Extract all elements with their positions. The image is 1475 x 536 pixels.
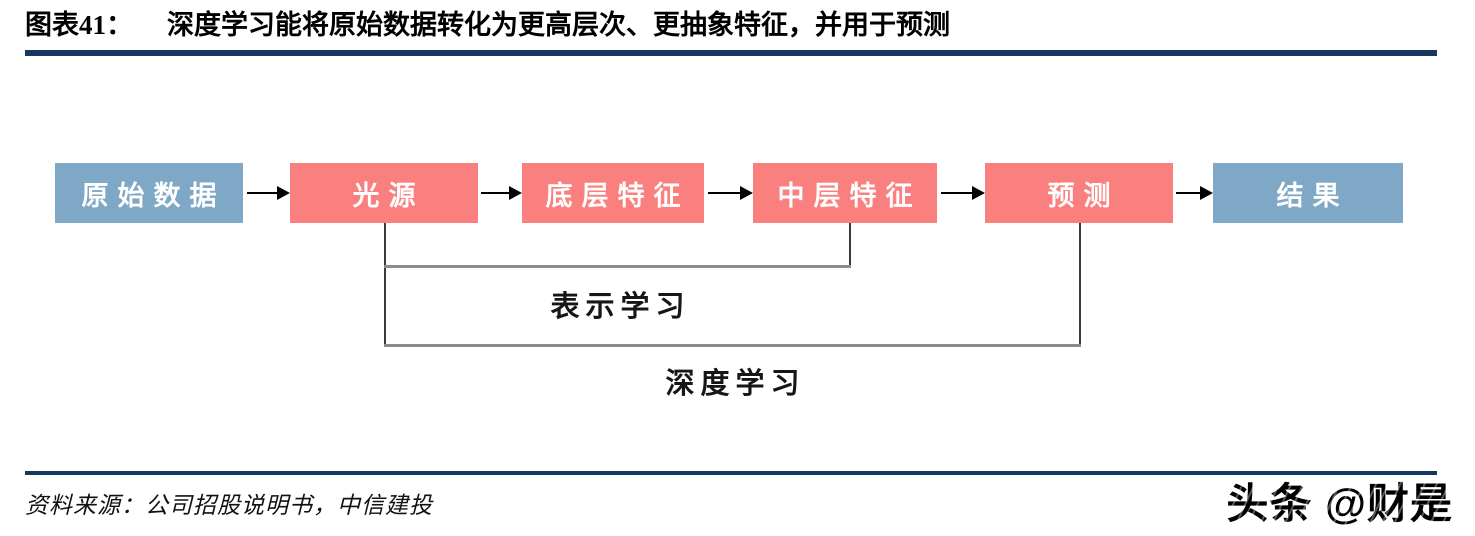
figure-title: 图表41： 深度学习能将原始数据转化为更高层次、更抽象特征，并用于预测 [25, 8, 1437, 42]
figure-number: 图表41： [25, 10, 133, 40]
flow-node-low-level-feature: 底层特征 [522, 163, 704, 223]
watermark: 头条 @财是 [1226, 470, 1453, 531]
source-note: 资料来源：公司招股说明书，中信建投 [25, 493, 433, 518]
bracket-vline-prediction [1079, 223, 1081, 347]
bracket-vline-light-source [384, 223, 386, 347]
footer-rule [25, 471, 1437, 475]
right-arrow-icon [941, 186, 985, 200]
flow-node-raw-data: 原始数据 [55, 163, 243, 223]
bracket-hline-representation-learning [384, 265, 851, 268]
flow-node-prediction: 预测 [985, 163, 1173, 223]
right-arrow-icon [247, 186, 290, 200]
bracket-hline-deep-learning [384, 344, 1081, 347]
right-arrow-icon [481, 186, 522, 200]
right-arrow-icon [1176, 186, 1213, 200]
flow-node-light-source: 光源 [290, 163, 478, 223]
right-arrow-icon [708, 186, 753, 200]
bracket-label-representation-learning: 表示学习 [550, 289, 691, 323]
figure-title-text: 深度学习能将原始数据转化为更高层次、更抽象特征，并用于预测 [167, 10, 950, 40]
bracket-label-deep-learning: 深度学习 [665, 366, 806, 400]
flow-node-result: 结果 [1213, 163, 1403, 223]
bracket-vline-mid-feature [849, 223, 851, 268]
header-rule [25, 50, 1437, 56]
flow-node-mid-level-feature: 中层特征 [753, 163, 937, 223]
